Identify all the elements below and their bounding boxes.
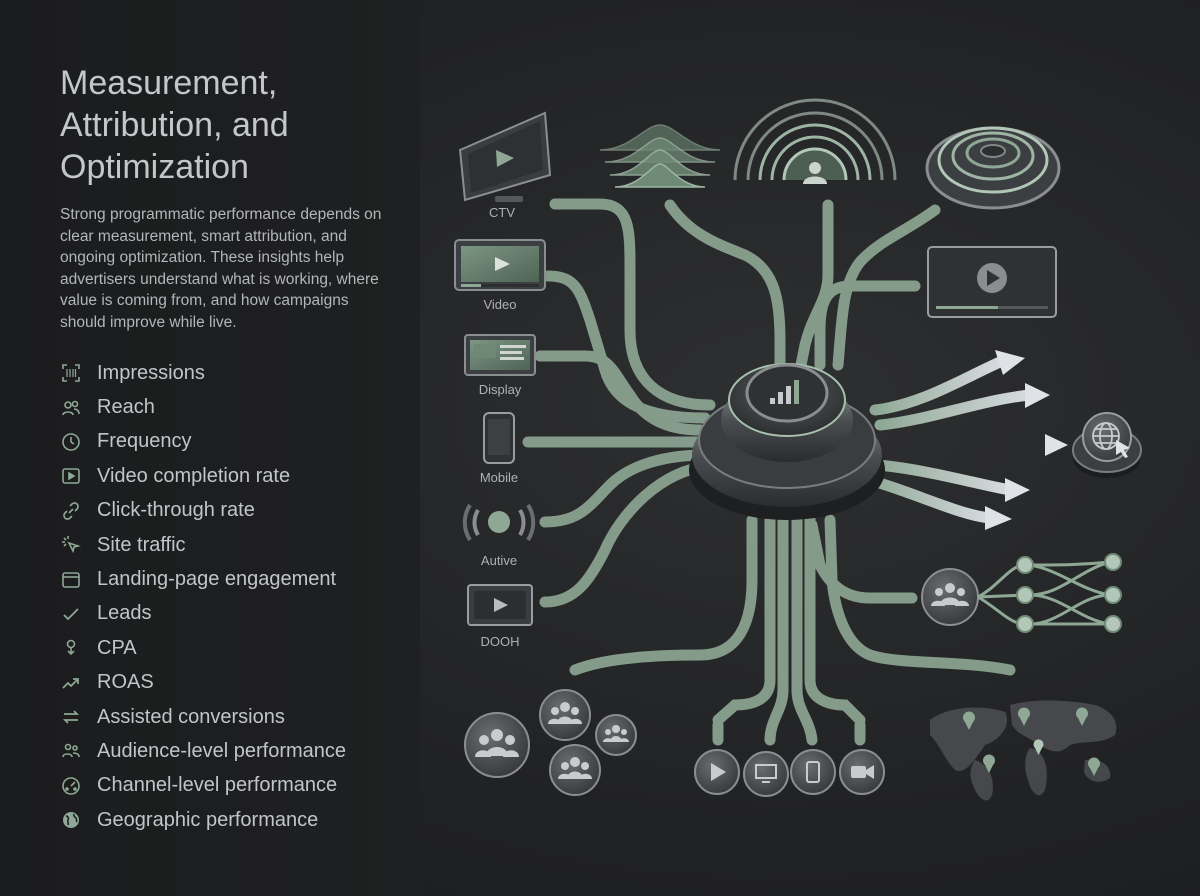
people-group-icon bbox=[931, 583, 969, 606]
metric-label: Geographic performance bbox=[97, 808, 319, 831]
channel-video: Video bbox=[454, 239, 546, 312]
bar-chart-icon bbox=[770, 380, 799, 404]
metric-item: CPA bbox=[60, 631, 346, 665]
channel-label: Video bbox=[483, 297, 516, 312]
billboard-screen-icon bbox=[467, 584, 533, 626]
channel-label: DOOH bbox=[481, 634, 520, 649]
metric-label: Video completion rate bbox=[97, 464, 291, 487]
metric-label: Landing-page engagement bbox=[97, 568, 337, 591]
globe-icon bbox=[1092, 422, 1120, 450]
metric-item: Geographic performance bbox=[60, 803, 346, 837]
metric-item: Frequency bbox=[60, 425, 346, 459]
channel-label: CTV bbox=[489, 205, 515, 220]
smartphone-icon bbox=[483, 412, 515, 464]
barcode-scan-icon bbox=[60, 362, 82, 384]
channel-label: Mobile bbox=[480, 470, 518, 485]
metric-item: Channel-level performance bbox=[60, 769, 346, 803]
arrow-heads bbox=[985, 350, 1068, 530]
central-hub bbox=[689, 363, 885, 520]
channel-label: Autive bbox=[481, 553, 517, 568]
metric-label: Site traffic bbox=[97, 533, 186, 556]
checkmark-icon bbox=[60, 603, 82, 625]
page-title: Measurement, Attribution, and Optimizati… bbox=[60, 64, 289, 186]
camera-icon bbox=[851, 765, 874, 779]
world-map bbox=[930, 700, 1117, 801]
metric-item: Video completion rate bbox=[60, 459, 346, 493]
metric-label: Assisted conversions bbox=[97, 705, 285, 728]
globe-button bbox=[1072, 412, 1142, 478]
audience-segmentation bbox=[921, 553, 1122, 633]
reach-wave-icon bbox=[599, 124, 721, 188]
metric-label: Frequency bbox=[97, 430, 192, 453]
target-rings-icon bbox=[925, 126, 1061, 210]
metric-item: Audience-level performance bbox=[60, 734, 346, 768]
audience-buttons bbox=[464, 689, 637, 796]
metric-item: Assisted conversions bbox=[60, 700, 346, 734]
cursor-click-icon bbox=[60, 534, 82, 556]
globe-icon bbox=[60, 809, 82, 831]
browser-window-icon bbox=[60, 569, 82, 591]
metric-item: Landing-page engagement bbox=[60, 562, 346, 596]
metric-item: Reach bbox=[60, 390, 346, 424]
channel-buttons bbox=[694, 749, 885, 797]
video-player-icon bbox=[454, 239, 546, 291]
metric-item: Site traffic bbox=[60, 528, 346, 562]
page-description: Strong programmatic performance depends … bbox=[60, 206, 382, 331]
play-icon bbox=[711, 763, 726, 781]
link-icon bbox=[60, 500, 82, 522]
flow-lines bbox=[522, 198, 1016, 746]
display-banner-icon bbox=[464, 334, 536, 376]
metric-label: Impressions bbox=[97, 361, 205, 384]
audience-icon bbox=[60, 740, 82, 762]
audio-wave-icon bbox=[462, 503, 536, 542]
play-box-icon bbox=[60, 465, 82, 487]
audience-signal-icon bbox=[733, 98, 897, 184]
metric-item: Impressions bbox=[60, 356, 346, 390]
metric-label: CPA bbox=[97, 636, 137, 659]
video-player-icon bbox=[927, 246, 1057, 318]
people-group-icon bbox=[548, 702, 582, 724]
tv-icon bbox=[458, 111, 552, 202]
channel-gauge-icon bbox=[60, 775, 82, 797]
metric-label: Channel-level performance bbox=[97, 774, 338, 797]
people-group-icon bbox=[558, 757, 592, 779]
channel-ctv: CTV bbox=[458, 111, 552, 220]
smartphone-icon bbox=[806, 761, 820, 783]
swap-arrows-icon bbox=[60, 706, 82, 728]
channel-dooh: DOOH bbox=[467, 584, 533, 649]
trend-up-icon bbox=[60, 672, 82, 694]
cost-pin-icon bbox=[60, 637, 82, 659]
clock-icon bbox=[60, 431, 82, 453]
channel-mobile: Mobile bbox=[480, 412, 518, 485]
channel-label: Display bbox=[479, 382, 522, 397]
metric-label: Click-through rate bbox=[97, 499, 255, 522]
metric-item: Leads bbox=[60, 597, 346, 631]
metric-label: Reach bbox=[97, 396, 155, 419]
channel-display: Display bbox=[464, 334, 536, 397]
people-group-icon bbox=[603, 725, 629, 742]
metric-label: Audience-level performance bbox=[97, 739, 347, 762]
left-panel: Measurement, Attribution, and Optimizati… bbox=[0, 0, 420, 896]
metric-label: ROAS bbox=[97, 671, 154, 694]
metric-item: Click-through rate bbox=[60, 494, 346, 528]
output-arrows bbox=[864, 356, 1056, 524]
location-pins bbox=[963, 707, 1101, 776]
people-group-icon bbox=[475, 729, 519, 757]
channel-autive: Autive bbox=[462, 503, 536, 568]
metric-label: Leads bbox=[97, 602, 152, 625]
people-icon bbox=[60, 397, 82, 419]
monitor-icon bbox=[755, 764, 777, 783]
metric-item: ROAS bbox=[60, 666, 346, 700]
